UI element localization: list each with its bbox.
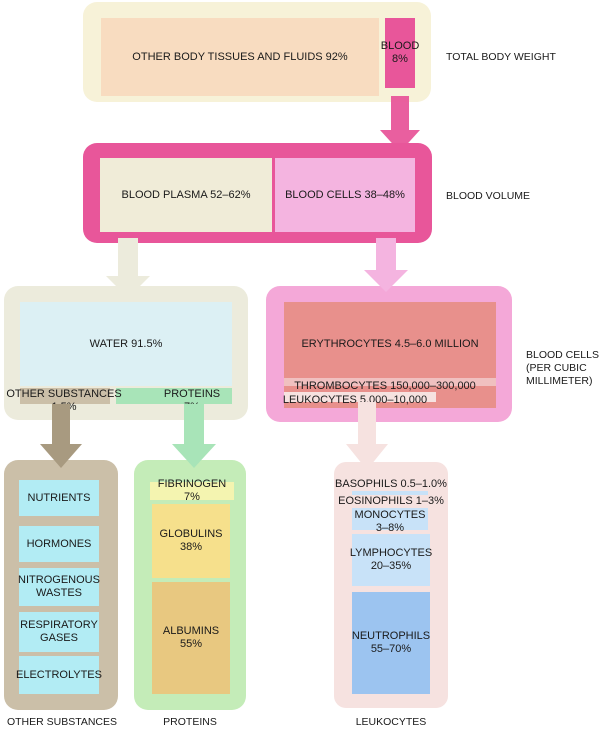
lymphocytes-box: LYMPHOCYTES 20–35%: [349, 534, 433, 586]
neutrophils-label: NEUTROPHILS: [351, 630, 431, 642]
thrombocytes-label: THROMBOCYTES 150,000–300,000: [294, 380, 476, 392]
respiratory-gases-box: RESPIRATORY GASES: [19, 612, 99, 652]
blood-box: BLOOD 8%: [381, 18, 419, 88]
eosinophils-bar: [352, 508, 428, 514]
water-box: WATER 91.5%: [20, 302, 232, 386]
respiratory-gases-line1: RESPIRATORY: [20, 619, 98, 631]
other-body-tissues-box: OTHER BODY TISSUES AND FLUIDS 92%: [101, 18, 379, 96]
blood-cells-label: BLOOD CELLS 38–48%: [285, 188, 405, 201]
neutrophils-percent: 55–70%: [370, 643, 412, 655]
erythrocytes-label: ERYTHROCYTES 4.5–6.0 MILLION: [301, 338, 479, 350]
basophils-label: BASOPHILS 0.5–1.0%: [335, 478, 447, 490]
plasma-proteins-name: PROTEINS: [163, 388, 221, 400]
proteins-caption: PROTEINS: [163, 716, 217, 728]
hormones-label: HORMONES: [26, 537, 92, 550]
leukocytes-caption: LEUKOCYTES: [355, 716, 427, 728]
arrow-plasma-to-composition: [106, 238, 150, 298]
globulins-label: GLOBULINS: [159, 528, 223, 540]
basophils-bar: [352, 491, 428, 495]
nitrogenous-wastes-line1: NITROGENOUS: [18, 574, 100, 586]
nitrogenous-wastes-box: NITROGENOUS WASTES: [18, 568, 100, 606]
arrow-substances-down: [40, 404, 82, 468]
arrow-cells-to-bloodcells: [364, 238, 408, 292]
blood-plasma-box: BLOOD PLASMA 52–62%: [100, 158, 272, 232]
lymphocytes-label: LYMPHOCYTES: [349, 547, 433, 559]
fibrinogen-box: FIBRINOGEN 7%: [150, 478, 234, 503]
blood-cells-box: BLOOD CELLS 38–48%: [275, 158, 415, 232]
blood-volume-label: BLOOD VOLUME: [446, 190, 531, 202]
water-label: WATER 91.5%: [89, 337, 163, 350]
neutrophils-box: NEUTROPHILS 55–70%: [352, 592, 430, 694]
leukocytes-label: LEUKOCYTES 5,000–10,000: [282, 394, 428, 406]
blood-cells-side-label: BLOOD CELLS (PER CUBIC MILLIMETER): [526, 349, 599, 388]
blood-label: BLOOD: [380, 40, 420, 52]
monocytes-label: MONOCYTES 3–8%: [354, 509, 426, 534]
other-body-tissues-label: OTHER BODY TISSUES AND FLUIDS 92%: [132, 50, 348, 63]
blood-cells-side-line1: BLOOD CELLS: [526, 349, 599, 361]
albumins-percent: 55%: [179, 638, 203, 650]
electrolytes-label: ELECTROLYTES: [16, 668, 102, 681]
albumins-label: ALBUMINS: [162, 625, 220, 637]
thrombocytes-strip: [284, 378, 496, 386]
arrow-leukocytes-down: [346, 402, 388, 470]
arrow-blood-to-volume: [380, 96, 420, 152]
nitrogenous-wastes-line2: WASTES: [35, 587, 83, 599]
blood-cells-side-line2: (PER CUBIC: [526, 362, 587, 374]
proteins-strip: [116, 388, 232, 404]
other-substances-strip: [20, 388, 110, 404]
respiratory-gases-line2: GASES: [40, 632, 78, 644]
lymphocytes-percent: 20–35%: [370, 560, 412, 572]
total-body-weight-label: TOTAL BODY WEIGHT: [446, 51, 556, 63]
albumins-box: ALBUMINS 55%: [152, 582, 230, 694]
nutrients-label: NUTRIENTS: [27, 491, 91, 504]
fibrinogen-label: FIBRINOGEN 7%: [157, 478, 227, 503]
plasma-other-substances-name: OTHER SUBSTANCES: [6, 388, 122, 400]
globulins-box: GLOBULINS 38%: [152, 504, 230, 578]
arrow-proteins-down: [172, 404, 216, 468]
blood-cells-side-line3: MILLIMETER): [526, 375, 593, 387]
nutrients-box: NUTRIENTS: [19, 480, 99, 516]
blood-percent: 8%: [392, 53, 408, 65]
electrolytes-box: ELECTROLYTES: [16, 656, 102, 694]
monocytes-box: MONOCYTES 3–8%: [352, 509, 428, 534]
globulins-percent: 38%: [179, 541, 203, 553]
other-substances-caption: OTHER SUBSTANCES: [6, 716, 118, 728]
erythrocytes-box: [284, 302, 496, 408]
hormones-box: HORMONES: [19, 526, 99, 562]
eosinophils-label: EOSINOPHILS 1–3%: [338, 495, 444, 507]
leukocytes-strip: [284, 392, 436, 402]
blood-plasma-label: BLOOD PLASMA 52–62%: [121, 188, 251, 201]
